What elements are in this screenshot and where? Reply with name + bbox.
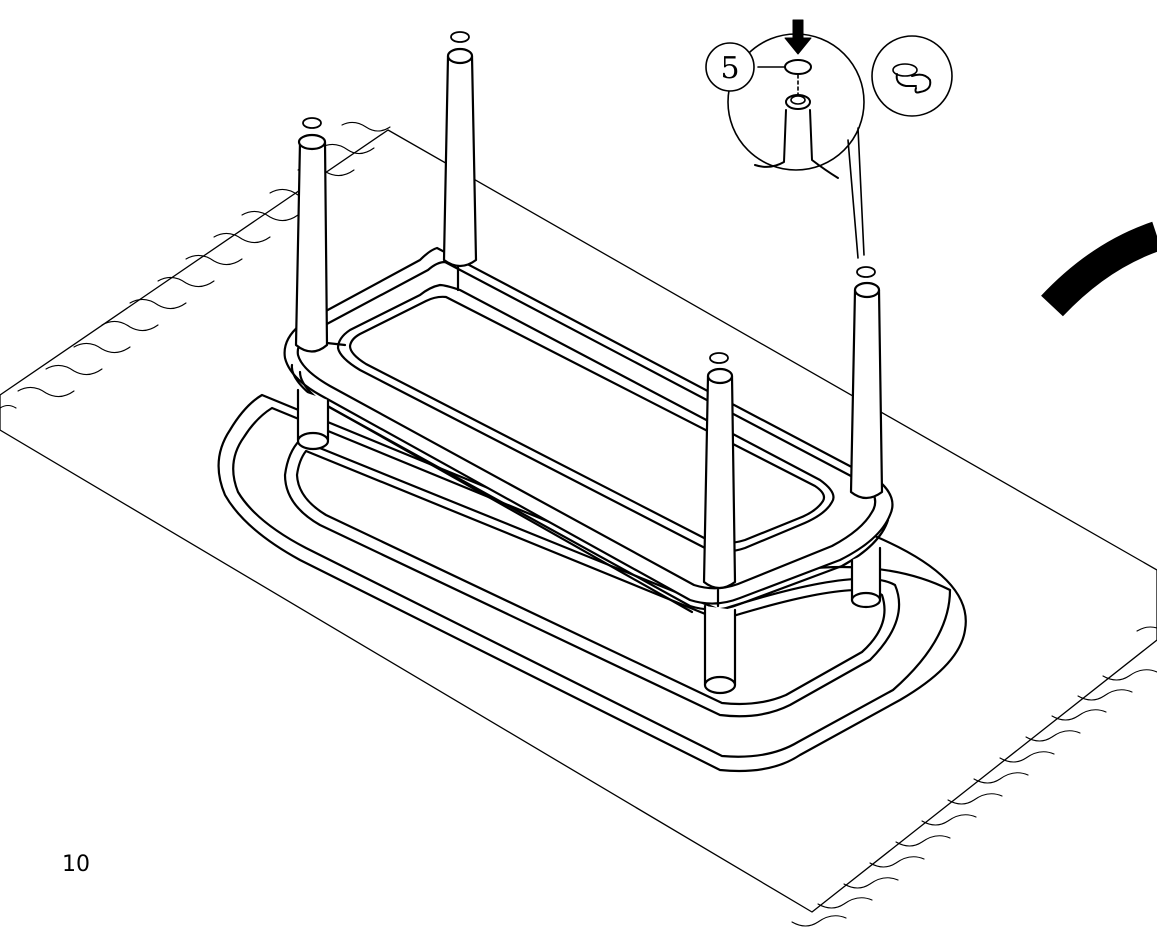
table-top — [219, 395, 966, 771]
part-number-badge — [706, 43, 754, 91]
glide-caps — [303, 32, 875, 363]
leg-right — [851, 290, 882, 498]
table-legs — [296, 49, 882, 588]
detail-callout — [706, 20, 864, 258]
leg-stubs — [298, 390, 880, 693]
curved-arrow-icon — [1052, 236, 1157, 306]
leg-back-middle — [444, 56, 476, 266]
leg-back-left — [296, 142, 327, 352]
part-number: 5 — [720, 51, 739, 86]
page-number: 10 — [62, 852, 90, 877]
hand-press-icon — [872, 36, 952, 116]
arrow-down-icon — [785, 20, 811, 54]
rug-fringe-right — [792, 627, 1157, 926]
leg-front — [704, 376, 735, 588]
